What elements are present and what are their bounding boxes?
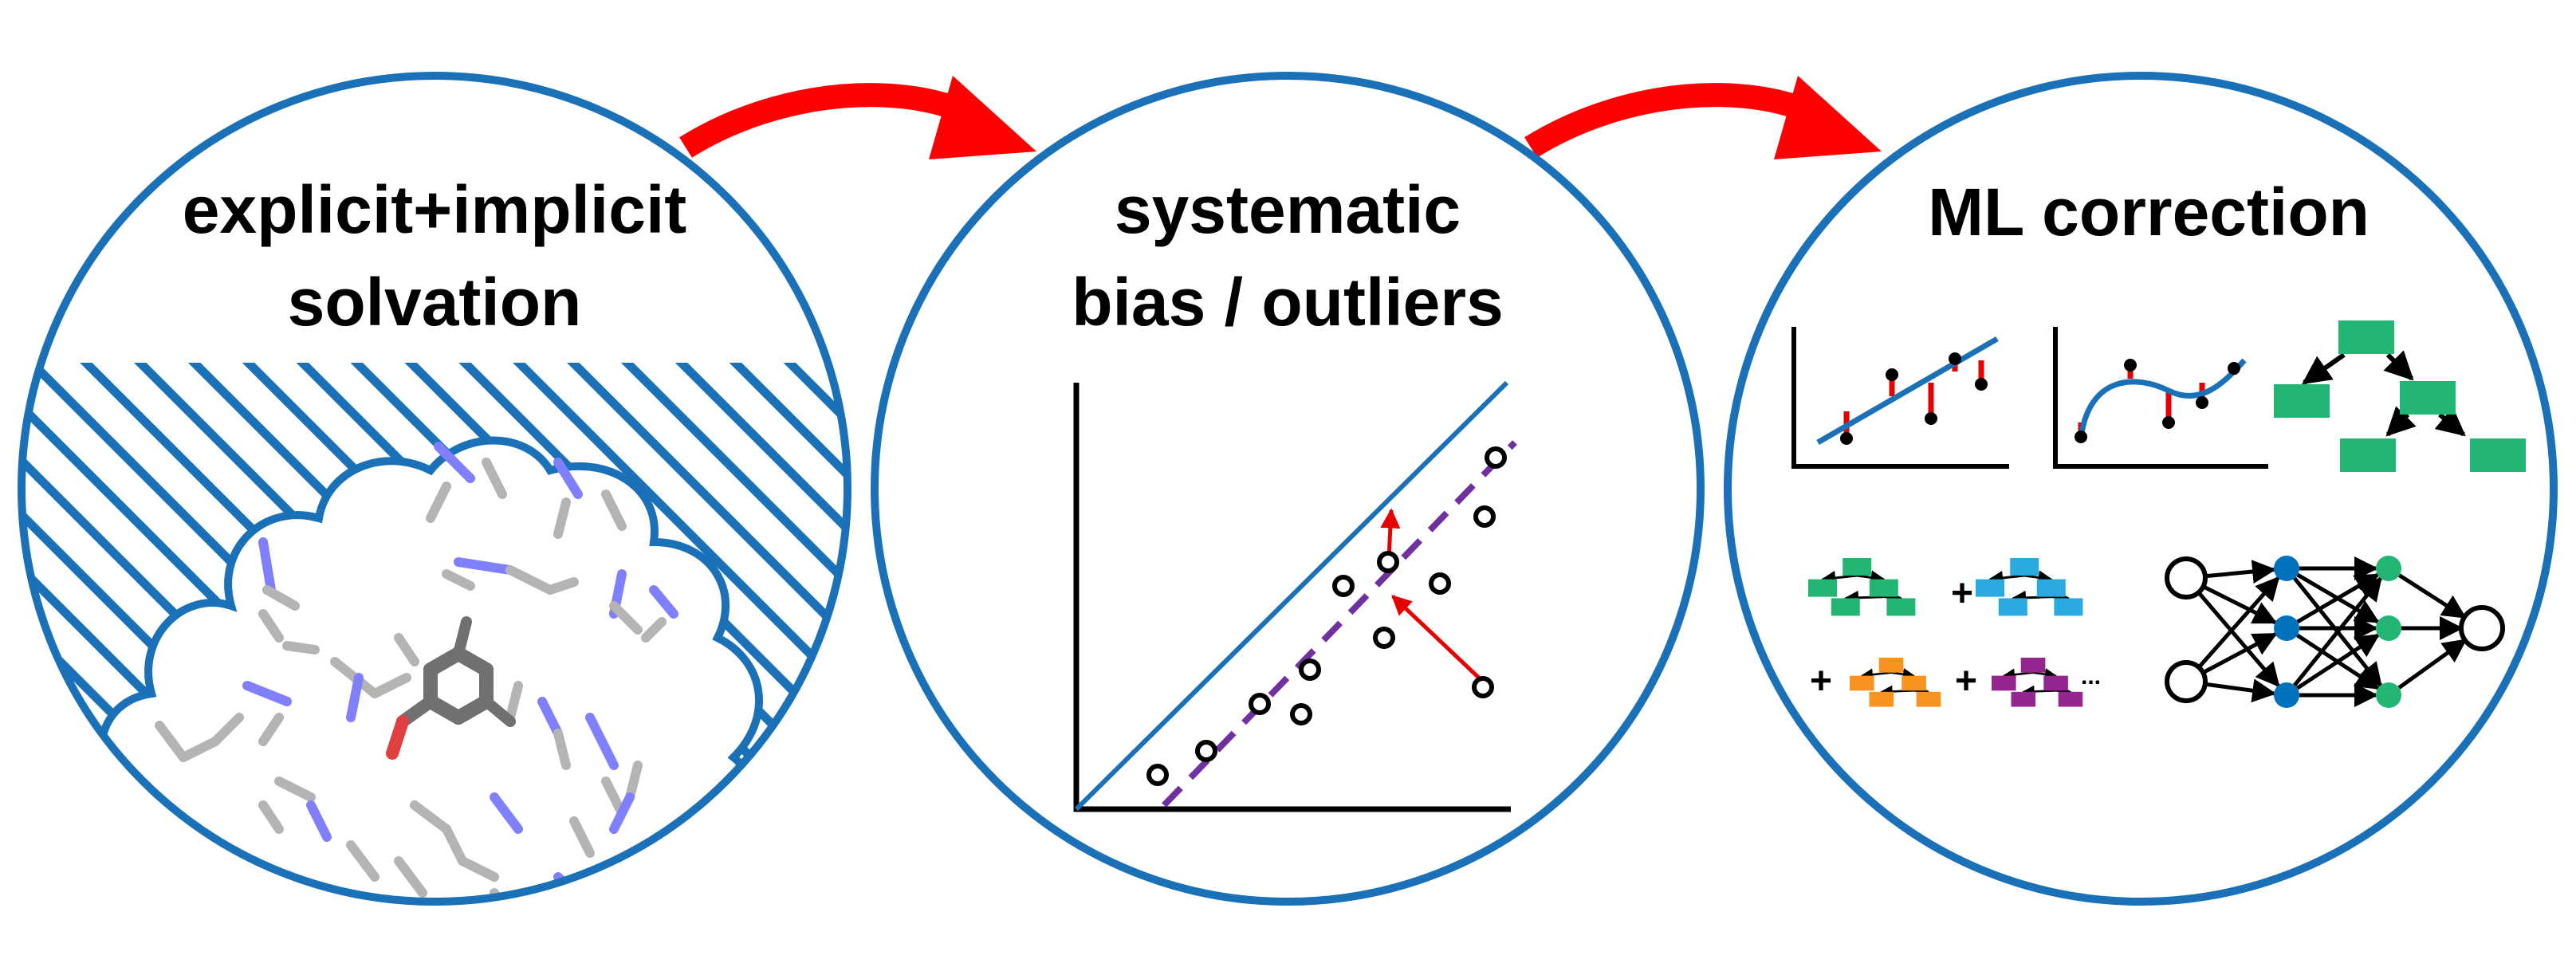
- nn-hidden-node: [2376, 682, 2401, 708]
- ensemble-ellipsis: ...: [2081, 663, 2101, 690]
- panel-3-title: ML correction: [1928, 175, 2370, 250]
- scatter-point: [1299, 658, 1321, 681]
- panel-systematic-bias: systematic bias / outliers: [871, 72, 1705, 906]
- linear-regression-icon: [1791, 327, 2009, 469]
- correction-arrow-2: [1391, 595, 1485, 683]
- flow-arrow-2: [1524, 76, 1882, 159]
- decision-tree-icon: [2274, 320, 2526, 472]
- panel-3-circle: [1724, 72, 2558, 906]
- panel-ml-correction: ML correction: [1724, 72, 2558, 906]
- panel-solvation: explicit+implicit solvation: [18, 72, 851, 906]
- ensemble-plus-1: +: [1951, 572, 1973, 615]
- ensemble-tree-green: [1808, 558, 1916, 616]
- scatter-point: [1473, 505, 1496, 528]
- ensemble-tree-orange: [1850, 658, 1941, 707]
- nn-hidden-node: [2376, 556, 2401, 581]
- ideal-line: [1074, 380, 1509, 812]
- ensemble-tree-purple: [1992, 658, 2083, 707]
- scatter-point: [1373, 627, 1395, 649]
- panel-2-title-line-2: bias / outliers: [1072, 265, 1504, 340]
- nn-output-node: [2459, 605, 2505, 651]
- ensemble-tree-blue: [1976, 558, 2083, 616]
- panel-1-circle: [18, 72, 851, 906]
- bias-scatter-plot: [1073, 380, 1517, 812]
- panel-1-title-line-1: explicit+implicit: [183, 172, 687, 247]
- ensemble-plus-2: +: [1810, 660, 1832, 702]
- scatter-point: [1377, 551, 1399, 573]
- tree-ensemble-icon: + + + ...: [1808, 558, 2101, 707]
- nn-hidden-node: [2274, 682, 2299, 708]
- scatter-point: [1332, 575, 1355, 597]
- scatter-point: [1146, 764, 1169, 786]
- neural-network-icon: [2165, 556, 2505, 708]
- scatter-point: [1429, 572, 1451, 595]
- fitted-bias-line: [1162, 440, 1517, 808]
- nn-input-node: [2165, 556, 2208, 600]
- scatter-point: [1195, 740, 1217, 762]
- scatter-point: [1485, 446, 1507, 469]
- correction-arrow-1: [1380, 508, 1401, 559]
- nn-hidden-node: [2274, 556, 2299, 581]
- panel-1-title-line-2: solvation: [288, 265, 582, 340]
- nn-hidden-node: [2274, 615, 2299, 641]
- panel-2-title-line-1: systematic: [1115, 172, 1461, 247]
- scatter-point: [1290, 703, 1312, 725]
- nn-hidden-node: [2376, 615, 2401, 641]
- nn-input-node: [2165, 660, 2208, 703]
- panel-2-circle: [871, 72, 1705, 906]
- scatter-point: [1472, 676, 1494, 698]
- scatter-point: [1249, 693, 1271, 715]
- scatter-points: [1146, 446, 1507, 786]
- curve-fit-icon: [2053, 327, 2268, 469]
- flow-arrow-1: [679, 76, 1036, 159]
- ensemble-plus-3: +: [1955, 660, 1977, 702]
- solvent-molecules: [155, 442, 706, 902]
